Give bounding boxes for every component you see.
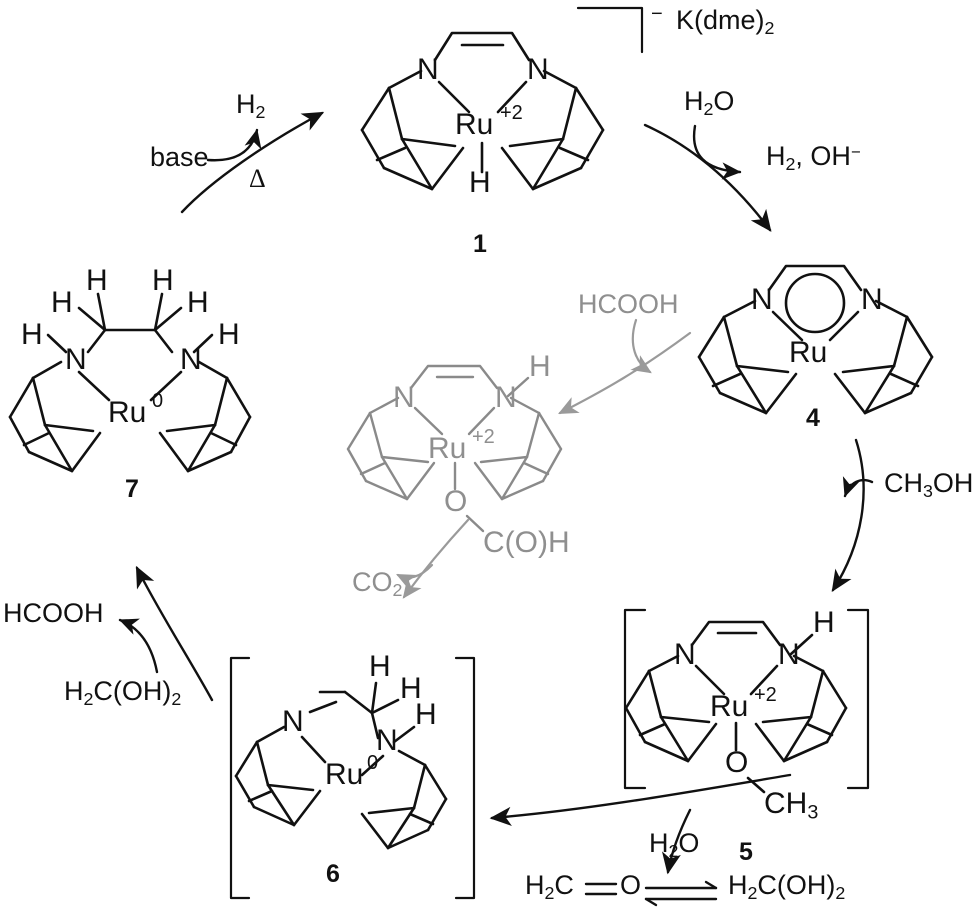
struct4-number-label: 4 <box>806 404 820 432</box>
equilibrium-arrows <box>644 880 718 907</box>
formate-carbonyl: C(O)H <box>483 526 570 559</box>
struct5-oxygen: O <box>725 746 749 779</box>
struct5-oxidation-state: +2 <box>754 684 777 706</box>
formic-acid-label: HCOOH <box>3 598 104 628</box>
struct6-n-right: N <box>376 724 398 757</box>
formate-oxygen: O <box>444 485 468 518</box>
base-label: base <box>150 142 209 172</box>
struct1-hydride: H <box>469 166 491 199</box>
arrow-5-to-6 <box>489 773 792 875</box>
arrow-4-to-5 <box>831 438 874 593</box>
water-label-bottom: H2O <box>649 828 700 861</box>
formaldehyde-double-bond <box>584 882 618 896</box>
structure-7-graphic <box>8 292 252 473</box>
structure-5-graphic <box>623 608 870 794</box>
formate-n-right: N <box>495 381 517 414</box>
struct1-oxidation-state: +2 <box>500 102 523 124</box>
methanediol-left-label: H2C(OH)2 <box>64 676 182 709</box>
structure-6-graphic <box>229 656 476 900</box>
formic-acid-gray-label: HCOOH <box>578 289 679 319</box>
struct7-h-top-right: H <box>152 264 174 297</box>
struct6-ch2-h-side: H <box>400 672 422 705</box>
struct7-n-left: N <box>65 343 87 376</box>
structure-formate-graphic <box>346 364 563 533</box>
struct6-n-left: N <box>282 705 304 738</box>
struct5-n-left: N <box>674 638 696 671</box>
struct7-number-label: 7 <box>125 475 139 503</box>
arrow-hcooh-gray <box>558 318 692 415</box>
struct7-ru: Ru <box>108 396 147 429</box>
struct5-methyl: CH3 <box>764 787 819 824</box>
formate-nh: H <box>529 350 551 383</box>
water-label-top: H2O <box>684 86 735 119</box>
struct4-ru: Ru <box>789 336 828 369</box>
formaldehyde-label: H2C <box>525 870 574 903</box>
struct7-h-upper-right: H <box>187 286 209 319</box>
formate-n-left: N <box>393 381 415 414</box>
methanediol-right-label: H2C(OH)2 <box>728 870 846 903</box>
struct5-n-right: N <box>778 638 800 671</box>
struct7-oxidation-state: 0 <box>152 390 164 412</box>
struct7-nh-right: H <box>218 318 240 351</box>
arrow-6-to-7 <box>118 565 214 702</box>
struct5-ru: Ru <box>710 690 749 723</box>
struct6-ru: Ru <box>325 758 364 791</box>
struct6-nh: H <box>415 698 437 731</box>
struct4-n-right: N <box>861 283 883 316</box>
formate-ru: Ru <box>428 432 467 465</box>
formaldehyde-oxygen: O <box>620 870 642 900</box>
struct5-number-label: 5 <box>739 838 753 866</box>
struct1-negative-charge: − <box>651 3 663 25</box>
dihydrogen-label-left: H2 <box>236 89 266 122</box>
struct6-oxidation-state: 0 <box>367 752 379 774</box>
structure-4-graphic <box>697 264 934 415</box>
formate-oxidation-state: +2 <box>472 426 495 448</box>
struct7-h-top-left: H <box>86 264 108 297</box>
arrow-co2-gray <box>396 518 470 599</box>
struct6-number-label: 6 <box>326 860 340 888</box>
struct1-number-label: 1 <box>473 230 487 258</box>
arrow-1-to-7 <box>180 111 325 214</box>
delta-heat-label: Δ <box>249 164 266 193</box>
struct1-n-right: N <box>527 53 549 86</box>
struct5-nh: H <box>813 606 835 639</box>
struct4-n-left: N <box>751 283 773 316</box>
methanol-label: CH3OH <box>884 468 974 501</box>
struct7-n-right: N <box>180 343 202 376</box>
structure-1-graphic <box>360 6 644 191</box>
counter-ion-label: K(dme)2 <box>676 5 775 38</box>
struct6-ch2-h-upper: H <box>369 650 391 683</box>
struct7-nh-left: H <box>21 318 43 351</box>
struct1-ru: Ru <box>455 108 494 141</box>
h2-oh-label: H2, OH− <box>766 141 861 174</box>
carbon-dioxide-label: CO2 <box>352 567 403 600</box>
struct1-n-left: N <box>417 53 439 86</box>
struct7-h-upper-left: H <box>51 286 73 319</box>
arrow-1-to-4 <box>643 123 772 232</box>
